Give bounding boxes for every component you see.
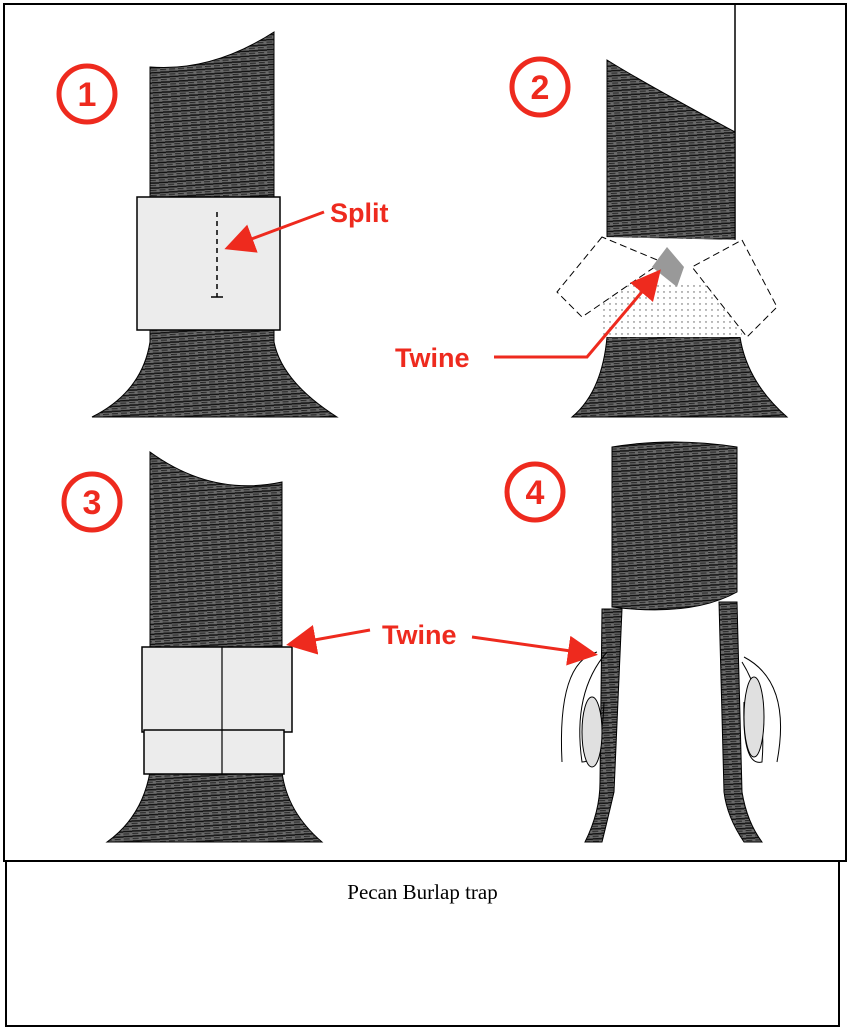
- twine-label-step-2: Twine: [395, 343, 470, 373]
- figure-panel: 1 Split 2 Twine 3 Twine: [3, 3, 847, 862]
- figure-caption: Pecan Burlap trap: [347, 880, 498, 904]
- step-2-number: 2: [531, 69, 550, 107]
- step-1-badge: [56, 63, 118, 125]
- split-label: Split: [330, 198, 389, 228]
- twine-label-step-3-4: Twine: [382, 620, 457, 650]
- step-4-number: 4: [526, 474, 545, 512]
- step-3-badge: [61, 471, 123, 533]
- caption-box: Pecan Burlap trap: [5, 860, 840, 1027]
- step-2-badge: [509, 56, 571, 118]
- step-4-badge: [504, 461, 566, 523]
- step-3-illustration: 3 Twine: [61, 451, 457, 843]
- step-1-illustration: 1 Split: [56, 31, 389, 418]
- step-4-illustration: 4: [471, 441, 782, 843]
- step-3-number: 3: [83, 484, 102, 522]
- step-1-number: 1: [78, 76, 97, 114]
- step-2-illustration: 2 Twine: [395, 5, 789, 418]
